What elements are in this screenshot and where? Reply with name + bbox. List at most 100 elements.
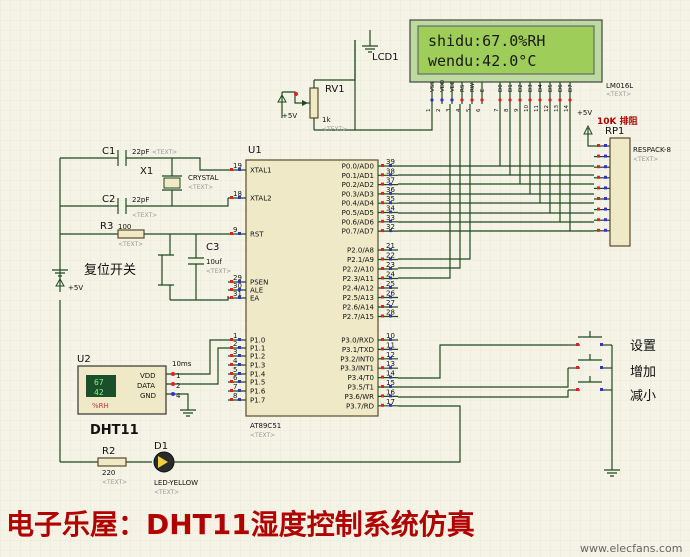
lcd-pin-row: VSS1VDD2VEE3RS4RW5E6D07D18D29D310D411D51… — [426, 80, 574, 112]
mcu-u1[interactable]: U1 AT89C51 <TEXT> 19XTAL118XTAL29RST29PS… — [228, 145, 398, 439]
mcu-pin-number-33: 33 — [386, 214, 395, 222]
mcu-pin-name-21: P2.0/A8 — [347, 247, 374, 255]
mcu-pin-name-6: P1.5 — [250, 379, 265, 387]
lcd-pin-number-10: 10 — [524, 105, 530, 112]
lcd-pin-number-6: 6 — [476, 108, 482, 112]
c2-ref: C2 — [102, 194, 115, 205]
reset-circuit[interactable]: R3 100 <TEXT> C3 10uf <TEXT> 复位开关 +5V — [52, 221, 231, 462]
mcu-pin-name-31: EA — [250, 295, 259, 303]
dht11-pinnum-2: 2 — [176, 382, 180, 390]
rp1-pin-row — [594, 144, 610, 232]
mcu-pin-name-25: P2.4/A12 — [343, 285, 374, 293]
rp1-text-placeholder: <TEXT> — [633, 156, 658, 163]
mcu-pin-name-13: P3.3/INT1 — [340, 365, 374, 373]
lcd-pin-number-5: 5 — [466, 108, 472, 112]
dht11-sensor-u2[interactable]: 67 42 %RH U2 DHT11 VDD DATA GND 1 2 4 10… — [77, 339, 228, 438]
mcu-pin-number-22: 22 — [386, 252, 395, 260]
mcu-pin-number-11: 11 — [386, 341, 395, 349]
mcu-pin-number-4: 4 — [233, 357, 238, 365]
button-group[interactable]: 设置 增加 减小 — [398, 331, 656, 477]
mcu-pin-number-34: 34 — [386, 205, 395, 213]
mcu-pin-name-38: P0.1/AD1 — [342, 172, 374, 180]
rp1-body — [609, 137, 631, 247]
mcu-pin-name-35: P0.4/AD4 — [342, 200, 375, 208]
mcu-pin-name-9: RST — [250, 231, 264, 239]
dht11-pin-vdd: VDD — [140, 372, 156, 380]
lcd-ground-symbol — [354, 30, 433, 131]
mcu-pin-number-17: 17 — [386, 398, 395, 406]
mcu-port3-pins: 10P3.0/RXD11P3.1/TXD12P3.2/INT013P3.3/IN… — [340, 332, 398, 410]
mcu-pin-number-15: 15 — [386, 379, 395, 387]
mcu-pin-name-33: P0.6/AD6 — [342, 218, 375, 226]
buttons[interactable] — [568, 331, 612, 391]
push-button-3[interactable] — [568, 376, 612, 391]
mcu-pin-name-7: P1.6 — [250, 388, 266, 396]
d1-model: LED-YELLOW — [154, 479, 198, 487]
dht11-display — [86, 375, 116, 397]
led-circuit[interactable]: R2 220 <TEXT> D1 LED-YELLOW <TEXT> — [60, 405, 461, 496]
mcu-left-pins: 19XTAL118XTAL29RST29PSEN30ALE31EA1P1.02P… — [228, 162, 272, 405]
mcu-pin-name-29: PSEN — [250, 279, 268, 287]
lcd-pin-name-2: VDD — [440, 80, 446, 92]
r3-ref: R3 — [100, 221, 113, 232]
mcu-pin-number-14: 14 — [386, 370, 395, 378]
mcu-pin-number-23: 23 — [386, 261, 395, 269]
lcd-pin-number-7: 7 — [494, 108, 500, 112]
mcu-pin-name-15: P3.5/T1 — [348, 384, 374, 392]
r2-value: 220 — [102, 469, 115, 477]
mcu-pin-number-35: 35 — [386, 195, 395, 203]
potentiometer-rv1[interactable]: RV1 1k <TEXT> +5V — [277, 40, 356, 133]
mcu-pin-name-2: P1.1 — [250, 345, 265, 353]
push-button-2[interactable] — [568, 354, 612, 369]
mcu-pin-name-18: XTAL2 — [250, 195, 272, 203]
lcd-pin-name-14: D7 — [568, 84, 574, 92]
lcd-pin-number-8: 8 — [504, 108, 510, 112]
mcu-port2-pins: 21P2.0/A822P2.1/A923P2.2/A1024P2.3/A1125… — [343, 242, 398, 321]
lcd-pin-name-6: E — [480, 88, 486, 92]
rv1-text-placeholder: <TEXT> — [322, 126, 347, 133]
mcu-pin-name-30: ALE — [250, 287, 263, 295]
lcd-pin-number-1: 1 — [426, 109, 432, 113]
mcu-pin-name-32: P0.7/AD7 — [342, 228, 374, 236]
mcu-pin-number-24: 24 — [386, 271, 395, 279]
mcu-pin-number-9: 9 — [233, 226, 237, 234]
mcu-pin-name-28: P2.7/A15 — [343, 313, 374, 321]
rp1-model: RESPACK-8 — [633, 146, 671, 154]
mcu-pin-number-3: 3 — [233, 348, 237, 356]
lcd-pin-name-3: VEE — [450, 81, 456, 92]
lcd-ref: LCD1 — [372, 52, 399, 63]
resistor-pack-rp1[interactable]: RP1 10K 排阻 RESPACK-8 <TEXT> +5V — [577, 109, 671, 247]
button-increase-label: 增加 — [630, 365, 656, 380]
rv1-supply: +5V — [282, 112, 297, 120]
mcu-pin-number-10: 10 — [386, 332, 395, 340]
oscillator-circuit[interactable]: C1 22pF <TEXT> C2 22pF <TEXT> X1 CRYSTAL… — [59, 146, 229, 270]
lcd-pin-name-9: D2 — [518, 84, 524, 92]
mcu-pin-name-19: XTAL1 — [250, 167, 272, 175]
lcd-pin-name-12: D5 — [548, 84, 554, 92]
lcd-pin-name-10: D3 — [528, 84, 534, 92]
push-button-1[interactable] — [568, 331, 612, 346]
lcd-pin-name-7: D0 — [498, 84, 504, 92]
mcu-model: AT89C51 — [250, 422, 281, 430]
mcu-pin-number-16: 16 — [386, 388, 395, 396]
mcu-pin-name-1: P1.0 — [250, 337, 265, 345]
mcu-pin-name-23: P2.2/A10 — [343, 266, 374, 274]
x1-model: CRYSTAL — [188, 174, 219, 182]
mcu-pin-number-39: 39 — [386, 158, 395, 166]
mcu-text-placeholder: <TEXT> — [250, 432, 275, 439]
mcu-pin-number-38: 38 — [386, 167, 395, 175]
rp1-ref: RP1 — [605, 126, 624, 137]
lcd-module[interactable]: shidu:67.0%RH wendu:42.0°C LCD1 LM016L <… — [372, 19, 633, 112]
mcu-pin-number-18: 18 — [233, 190, 242, 198]
lcd-pin-number-13: 13 — [554, 105, 560, 112]
mcu-pin-name-24: P2.3/A11 — [343, 275, 374, 283]
c2-value: 22pF — [132, 196, 149, 204]
r3-text-placeholder: <TEXT> — [118, 241, 143, 248]
mcu-body — [245, 159, 379, 417]
rv1-body — [309, 87, 319, 119]
lcd-pin-number-14: 14 — [564, 105, 570, 112]
mcu-pin-number-13: 13 — [386, 360, 395, 368]
reset-supply: +5V — [68, 284, 83, 292]
